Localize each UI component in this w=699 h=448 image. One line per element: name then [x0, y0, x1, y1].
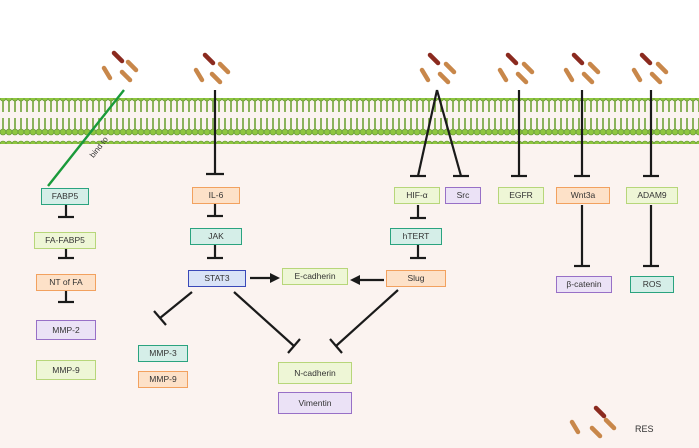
- node-hif-alpha: HIF-α: [394, 187, 440, 204]
- res-molecule-icon: [631, 52, 669, 85]
- legend-res-label: RES: [635, 424, 654, 434]
- node-n-cadherin: N-cadherin: [278, 362, 352, 384]
- node-stat3: STAT3: [188, 270, 246, 287]
- node-htert: hTERT: [390, 228, 442, 245]
- node-il-6: IL-6: [192, 187, 240, 204]
- res-molecule-icon: [563, 52, 601, 85]
- node-mmp-9-mid: MMP-9: [138, 371, 188, 388]
- node-fa-fabp5: FA-FABP5: [34, 232, 96, 249]
- node-adam9: ADAM9: [626, 187, 678, 204]
- node-mmp-9-left: MMP-9: [36, 360, 96, 380]
- node-egfr: EGFR: [498, 187, 544, 204]
- res-molecule-icon: [193, 52, 231, 85]
- res-legend-icon: [569, 405, 617, 439]
- res-molecule-icon: [101, 50, 139, 83]
- res-molecule-icon: [419, 52, 457, 85]
- node-slug: Slug: [386, 270, 446, 287]
- node-nt-of-fa: NT of FA: [36, 274, 96, 291]
- node-vimentin: Vimentin: [278, 392, 352, 414]
- node-e-cadherin: E-cadherin: [282, 268, 348, 285]
- node-jak: JAK: [190, 228, 242, 245]
- node-mmp-3: MMP-3: [138, 345, 188, 362]
- node-mmp-2: MMP-2: [36, 320, 96, 340]
- node-ros: ROS: [630, 276, 674, 293]
- node-src: Src: [445, 187, 481, 204]
- node-fabp5: FABP5: [41, 188, 89, 205]
- node-wnt3a: Wnt3a: [556, 187, 610, 204]
- res-molecule-icon: [497, 52, 535, 85]
- node-beta-catenin: β-catenin: [556, 276, 612, 293]
